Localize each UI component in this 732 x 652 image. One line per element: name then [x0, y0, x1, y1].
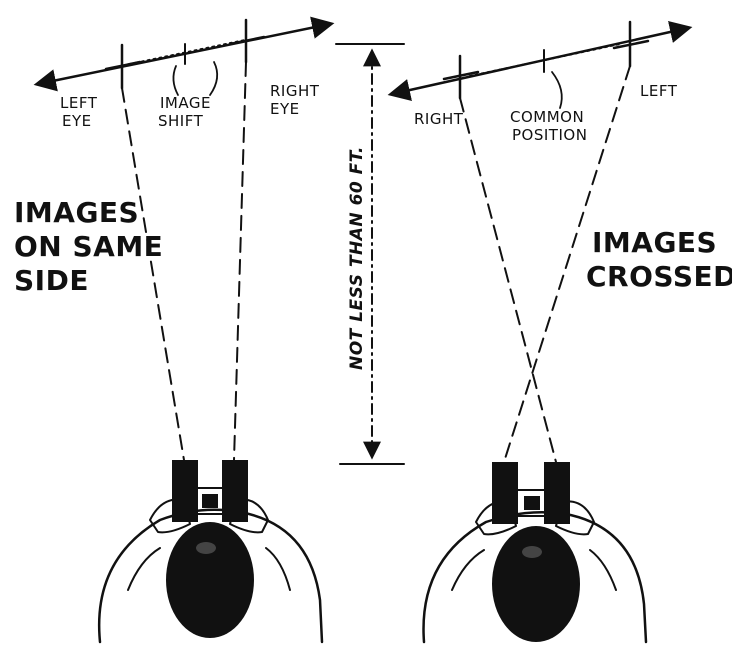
right-binocular-left-barrel: [492, 462, 518, 524]
distance-label: NOT LESS THAN 60 FT.: [347, 146, 367, 370]
left-eye-cross-icon: [104, 43, 142, 90]
right-eye-cross-icon: [228, 18, 266, 64]
crossed-sight-line-b: [503, 65, 631, 463]
right-observer-head: [492, 526, 580, 642]
right-label: RIGHT: [414, 110, 464, 128]
left-panel: LEFT EYE IMAGE SHIFT RIGHT EYE IMAGES ON…: [14, 16, 335, 644]
image-shift-dots: [129, 39, 246, 65]
right-eye-cross-icon-2: [442, 54, 480, 100]
left-eye-cross-icon-2: [612, 20, 650, 68]
left-sight-line-right: [233, 61, 247, 461]
image-shift-pointer: [172, 61, 219, 96]
common-position-dots: [469, 43, 621, 77]
left-sight-line-left: [121, 87, 185, 461]
left-label: LEFT: [640, 82, 678, 100]
image-shift-label: IMAGE SHIFT: [158, 94, 216, 130]
left-eye-label: LEFT EYE: [60, 94, 103, 130]
crossed-sight-line-a: [459, 97, 557, 463]
right-caption: IMAGES CROSSED: [586, 226, 732, 293]
left-observer-head: [166, 522, 254, 638]
common-position-pointer: [551, 71, 563, 109]
left-caption: IMAGES ON SAME SIDE: [14, 196, 174, 297]
right-observer: [422, 462, 648, 644]
right-panel: RIGHT COMMON POSITION LEFT IMAGES CROSSE…: [387, 20, 732, 644]
right-eye-label: RIGHT EYE: [270, 82, 325, 118]
left-observer: [97, 460, 324, 644]
distance-indicator: NOT LESS THAN 60 FT.: [335, 43, 405, 465]
common-position-label: COMMON POSITION: [510, 108, 589, 144]
